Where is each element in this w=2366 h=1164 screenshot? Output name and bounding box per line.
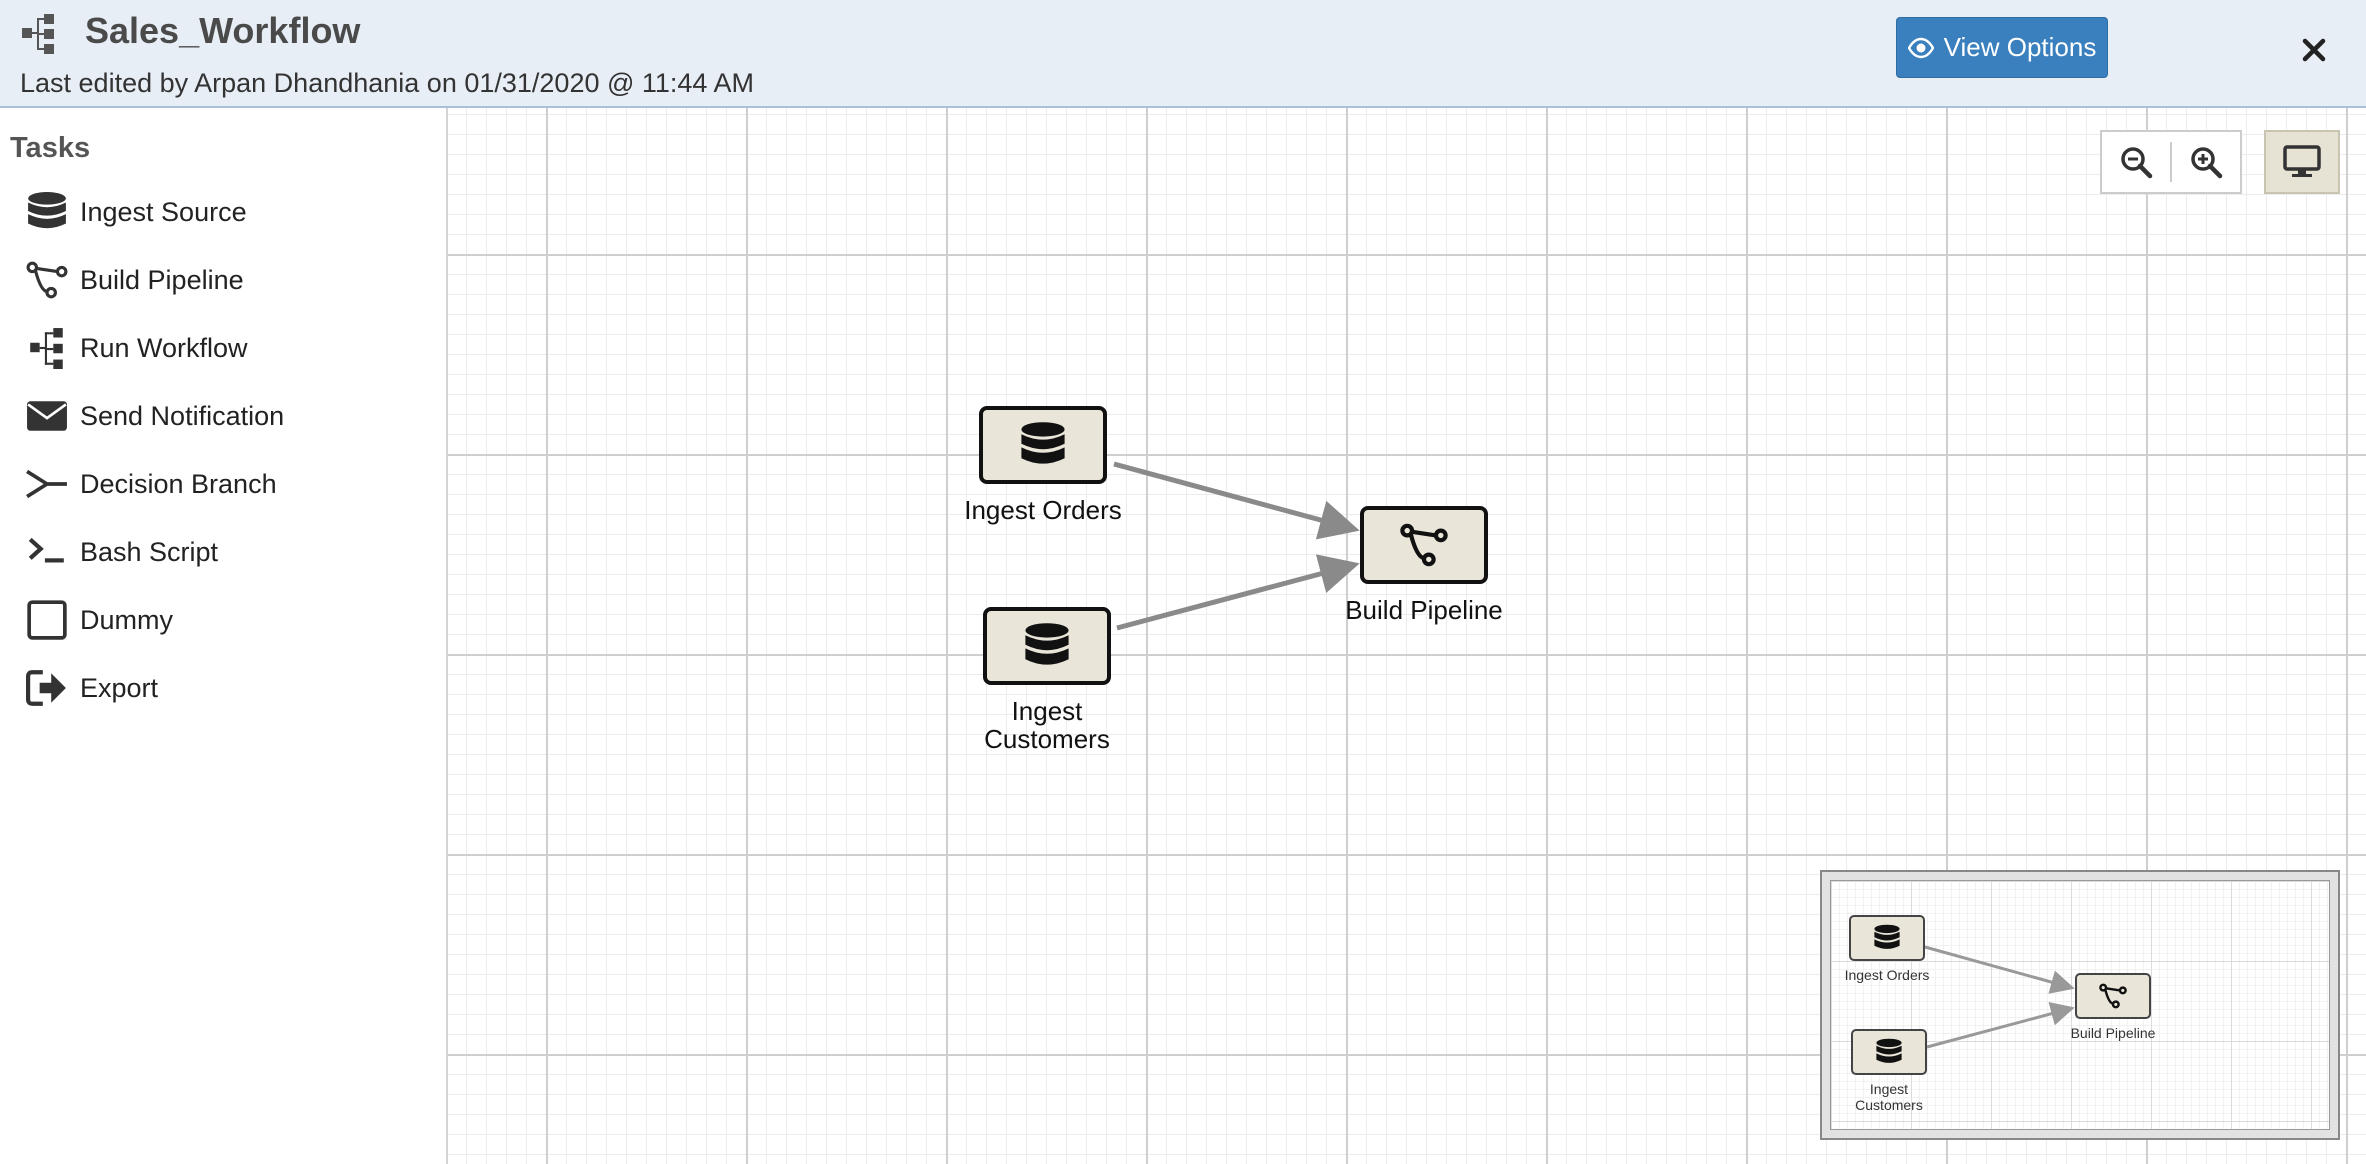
task-item-export[interactable]: Export <box>0 654 446 722</box>
desktop-icon <box>2283 145 2321 177</box>
task-label: Dummy <box>80 604 173 635</box>
database-icon <box>1874 924 1900 949</box>
edge-layer <box>1113 461 1360 631</box>
node-box[interactable] <box>983 607 1111 685</box>
view-options-button[interactable]: View Options <box>1896 17 2108 78</box>
zoom-out-button[interactable] <box>2102 132 2170 192</box>
page-title: Sales_Workflow <box>85 10 361 51</box>
database-icon <box>1021 422 1065 464</box>
node-box[interactable] <box>979 406 1107 484</box>
workflow-canvas[interactable]: Ingest Orders Ingest Customers Build Pip… <box>448 108 2366 1164</box>
node-box[interactable] <box>1360 506 1488 584</box>
task-item-decision-branch[interactable]: Decision Branch <box>0 450 446 518</box>
task-label: Decision Branch <box>80 468 277 499</box>
header-bar: Sales_Workflow Last edited by Arpan Dhan… <box>0 0 2366 108</box>
tasks-heading: Tasks <box>10 132 91 164</box>
zoom-in-button[interactable] <box>2172 132 2240 192</box>
minimap-node-box <box>1849 915 1925 961</box>
task-item-ingest-source[interactable]: Ingest Source <box>0 178 446 246</box>
square-icon <box>24 597 70 643</box>
minimap-node-box <box>1851 1029 1927 1075</box>
task-label: Build Pipeline <box>80 264 244 295</box>
zoom-controls <box>2100 130 2242 194</box>
node-label: Build Pipeline <box>1345 595 1503 625</box>
last-edited-text: Last edited by Arpan Dhandhania on 01/31… <box>20 68 754 98</box>
sitemap-icon <box>22 14 56 54</box>
database-icon <box>1025 623 1069 665</box>
task-label: Ingest Source <box>80 196 247 227</box>
zoom-divider <box>2170 142 2172 182</box>
task-item-bash-script[interactable]: Bash Script <box>0 518 446 586</box>
node-label: Ingest Orders <box>964 495 1122 525</box>
fit-to-screen-button[interactable] <box>2264 130 2340 194</box>
pipeline-icon <box>2099 983 2127 1009</box>
node-label-text: Ingest Customers <box>984 696 1110 754</box>
task-label: Bash Script <box>80 536 219 567</box>
sitemap-icon <box>24 325 70 371</box>
terminal-icon <box>24 529 70 575</box>
task-label: Export <box>80 672 159 703</box>
minimap-node-label: Ingest Customers <box>1831 1081 1949 1113</box>
task-item-send-notification[interactable]: Send Notification <box>0 382 446 450</box>
view-options-label: View Options <box>1943 32 2097 62</box>
minimap-node-label-text: Ingest Customers <box>1855 1081 1923 1113</box>
minimap-node-label: Build Pipeline <box>2070 1025 2156 1041</box>
export-icon <box>24 665 70 711</box>
minimap-viewport[interactable]: Ingest Orders Ingest Customers <box>1830 880 2330 1130</box>
task-item-build-pipeline[interactable]: Build Pipeline <box>0 246 446 314</box>
branch-icon <box>24 461 70 507</box>
task-list: Ingest Source Build Pipeline <box>0 178 446 722</box>
edge-ingest-orders-to-build-pipeline[interactable] <box>1113 461 1360 540</box>
minimap-node-label: Ingest Orders <box>1844 967 1930 983</box>
zoom-out-icon <box>2121 147 2153 179</box>
database-icon <box>1876 1038 1902 1063</box>
task-label: Run Workflow <box>80 332 248 363</box>
zoom-in-icon <box>2191 147 2223 179</box>
pipeline-icon <box>1400 523 1448 567</box>
task-item-run-workflow[interactable]: Run Workflow <box>0 314 446 382</box>
close-icon <box>2302 38 2326 62</box>
database-icon <box>24 189 70 235</box>
close-button[interactable] <box>2294 30 2334 70</box>
node-label: Ingest Customers <box>937 697 1157 753</box>
envelope-icon <box>24 393 70 439</box>
eye-icon <box>1907 37 1934 58</box>
minimap-edges <box>1924 945 2075 1049</box>
task-label: Send Notification <box>80 400 285 431</box>
edge-ingest-customers-to-build-pipeline[interactable] <box>1116 554 1360 631</box>
tasks-sidebar: Tasks Ingest Source Build Pip <box>0 108 448 1164</box>
minimap[interactable]: Ingest Orders Ingest Customers <box>1820 870 2340 1140</box>
pipeline-icon <box>24 257 70 303</box>
task-item-dummy[interactable]: Dummy <box>0 586 446 654</box>
minimap-node-box <box>2075 973 2151 1019</box>
